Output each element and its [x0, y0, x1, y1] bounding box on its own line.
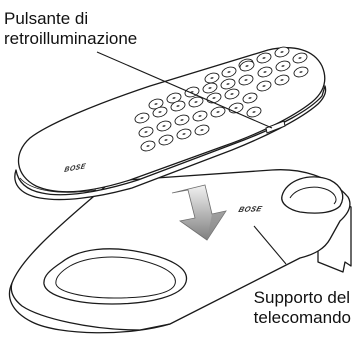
remote-button-mark-r4-1	[140, 117, 144, 119]
remote-button-mark-r4-2	[158, 111, 162, 113]
remote-button-mark-r5-2	[162, 125, 166, 127]
holder-callout-line-1: Supporto del	[253, 288, 351, 307]
remote-button-mark-r5-1	[144, 131, 148, 133]
remote-button-mark-r3-6	[244, 79, 248, 81]
remote-button-mark-r1-4	[298, 57, 302, 59]
remote-logo: BOSE	[64, 161, 87, 174]
remote-button-mark-r4-5	[212, 97, 216, 99]
remote-button-mark-r4-7	[248, 97, 252, 99]
holder-leader-line	[253, 225, 287, 265]
holder-rear-cutout	[281, 176, 344, 214]
remote-button-mark-r3-1	[154, 103, 158, 105]
remote-holder-callout: Supporto del telecomando	[254, 288, 351, 328]
remote-button-mark-r3-7	[262, 85, 266, 87]
holder-front-edge	[10, 282, 171, 331]
remote-button-mark-r3-4	[208, 87, 212, 89]
backlight-button[interactable]	[265, 120, 286, 134]
remote-side-highlight	[19, 177, 97, 193]
remote-button-mark-r2-2	[227, 71, 231, 73]
down-arrow	[171, 184, 227, 241]
remote-side-edge	[14, 85, 327, 201]
remote-button-mark-r5-6	[234, 107, 238, 109]
backlight-button-callout: Pulsante di retroilluminazione	[4, 9, 137, 49]
remote-button-mark-r6-3	[182, 133, 186, 135]
remote-button-mark-r2-3	[245, 65, 249, 67]
remote-button-grid	[134, 46, 309, 152]
remote-holder	[8, 169, 352, 334]
holder-callout-line-2: telecomando	[253, 308, 351, 327]
remote-button-mark-r3-8	[280, 79, 284, 81]
remote-button-mark-r5-5	[216, 111, 220, 113]
backlight-leader-line	[96, 51, 273, 129]
remote-logo-text: BOSE	[64, 161, 87, 174]
holder-logo: BOSE	[237, 204, 263, 214]
remote-button-mark-r6-2	[164, 139, 168, 141]
remote-button-mark-r4-4	[194, 101, 198, 103]
remote-button-mark-r6-1	[146, 145, 150, 147]
backlight-callout-line-2: retroilluminazione	[4, 29, 138, 48]
remote-button-mark-r4-6	[230, 93, 234, 95]
remote-button-mark-r5-7	[252, 111, 256, 113]
remote-button-mark-r1-2	[262, 57, 266, 59]
remote-button-mark-r1-3	[280, 51, 284, 53]
remote-button-mark-r2-1	[210, 77, 214, 79]
holder-logo-text: BOSE	[237, 204, 263, 214]
remote-button-mark-r4-3	[176, 105, 180, 107]
down-arrow-shadow	[205, 185, 226, 240]
backlight-callout-line-1: Pulsante di	[4, 9, 89, 28]
remote-button-mark-r2-5	[281, 65, 285, 67]
remote-button-mark-r6-4	[200, 129, 204, 131]
holder-rear-cutout-depth	[289, 186, 337, 205]
remote-button-mark-r3-5	[226, 83, 230, 85]
remote-button-mark-r5-3	[180, 119, 184, 121]
remote-button-mark-r2-4	[263, 71, 267, 73]
holder-oval-inner	[55, 256, 176, 299]
remote-button-mark-r3-2	[172, 97, 176, 99]
remote-button-mark-r2-6	[299, 71, 303, 73]
remote-button-mark-r5-4	[198, 115, 202, 117]
